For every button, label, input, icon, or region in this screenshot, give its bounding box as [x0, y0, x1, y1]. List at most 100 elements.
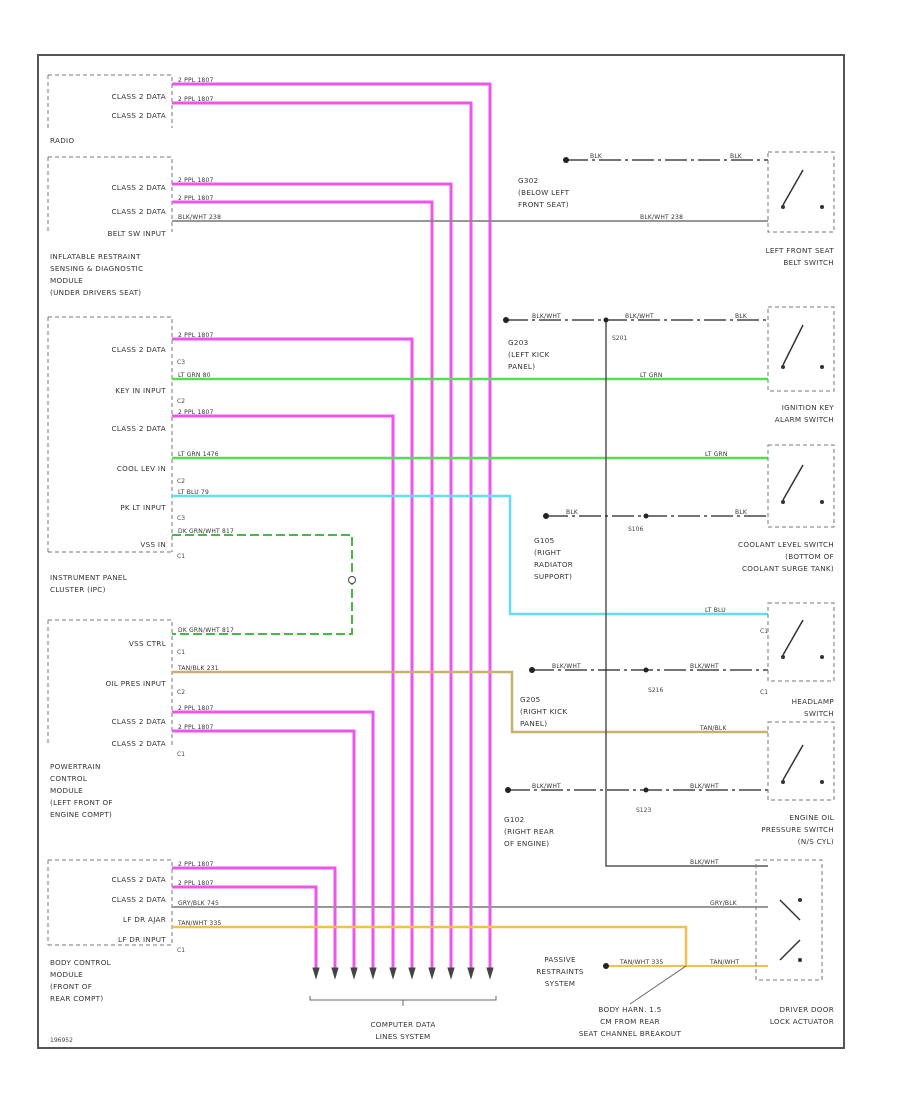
- class2-wire-pcm-1: [172, 710, 375, 968]
- door-term-1: [798, 898, 802, 902]
- pcm-name-2: CONTROL: [50, 774, 87, 783]
- pk-lt-wire: [172, 494, 768, 616]
- splice-arrow-7: [428, 967, 436, 980]
- s216-splice: [643, 667, 649, 673]
- bcm-name-2: MODULE: [50, 970, 83, 979]
- passive-connector: [603, 963, 609, 969]
- belt-switch-box: [767, 151, 835, 233]
- s106-splice: [643, 513, 649, 519]
- door-term-2: [798, 958, 802, 962]
- headlamp-wire-label-a: BLK/WHT: [552, 663, 581, 670]
- s201-splice: [603, 317, 609, 323]
- passive-label-1: PASSIVE: [544, 955, 576, 964]
- headlamp-conn-top: C1: [760, 628, 768, 635]
- ign-wire-label-d: LT GRN: [640, 372, 663, 379]
- coolant-wire-label: LT GRN 1476: [178, 451, 219, 458]
- wire-label-pcm-4: 2 PPL 1807: [178, 724, 213, 731]
- class2-wire-airbag-1: [172, 182, 453, 968]
- airbag-name-3: MODULE: [50, 276, 83, 285]
- oil-term-2: [820, 780, 824, 784]
- radio-module: CLASS 2 DATA CLASS 2 DATA RADIO: [50, 92, 166, 145]
- ignition-switch-label-1: IGNITION KEY: [782, 403, 835, 412]
- belt-switch-label-1: LEFT FRONT SEAT: [766, 246, 835, 255]
- wire-label-radio-1: 2 PPL 1807: [178, 77, 213, 84]
- splice-arrow-1: [312, 967, 320, 980]
- pcm-name-5: ENGINE COMPT): [50, 810, 112, 819]
- ipc-conn-1: C3: [177, 359, 185, 366]
- ipc-pin-6: VSS IN: [140, 540, 166, 549]
- passive-wire-label: TAN/WHT 335: [619, 959, 663, 966]
- bcm-box: [47, 859, 173, 946]
- ipc-name-2: CLUSTER (IPC): [50, 585, 106, 594]
- belt-term-2: [820, 205, 824, 209]
- class2-wire-bcm-2: [172, 885, 318, 968]
- oil-switch-label-3: (N/S CYL): [798, 837, 834, 846]
- door-wire-label-c: TAN/WHT: [709, 959, 739, 966]
- belt-switch-contact: [782, 169, 804, 206]
- door-ajar-wire-label: GRY/BLK 745: [178, 900, 219, 907]
- radio-pin-2: CLASS 2 DATA: [112, 111, 167, 120]
- bcm-pin-4: LF DR INPUT: [118, 935, 166, 944]
- g205-label-3: PANEL): [520, 719, 547, 728]
- headlamp-conn-bottom: C1: [760, 689, 768, 696]
- cool-term-2: [820, 500, 824, 504]
- splice-arrow-2: [331, 967, 339, 980]
- coolant-switch-contact: [782, 464, 804, 501]
- door-switch-box: [755, 859, 823, 981]
- radio-pin-1: CLASS 2 DATA: [112, 92, 167, 101]
- cool-term-1: [781, 500, 785, 504]
- vss-wire-label-ipc: DK GRN/WHT 817: [178, 528, 234, 535]
- pcm-conn-3: C1: [177, 751, 185, 758]
- g105-label-4: SUPPORT): [534, 572, 572, 581]
- splice-arrow-3: [350, 967, 358, 980]
- pcm-pin-2: OIL PRES INPUT: [106, 679, 167, 688]
- g105-label-3: RADIATOR: [534, 560, 573, 569]
- door-switch-label-1: DRIVER DOOR: [779, 1005, 834, 1014]
- s106-label: S106: [628, 526, 643, 533]
- door-wire-label-b: GRY/BLK: [710, 900, 738, 907]
- g302-label-1: G302: [518, 176, 539, 185]
- door-wire-label-a: BLK/WHT: [690, 859, 719, 866]
- class2-wire-radio-1: [172, 82, 492, 968]
- switch-terminals: [781, 205, 824, 962]
- body-harn-label-3: SEAT CHANNEL BREAKOUT: [579, 1029, 682, 1038]
- g105-ground: [543, 513, 549, 519]
- pcm-pin-4: CLASS 2 DATA: [112, 739, 167, 748]
- g203-label-1: G203: [508, 338, 529, 347]
- belt-wire-label-b: BLK: [730, 153, 743, 160]
- head-term-1: [781, 655, 785, 659]
- g205-ground: [529, 667, 535, 673]
- bcm-name-4: REAR COMPT): [50, 994, 103, 1003]
- g102-label-1: G102: [504, 815, 525, 824]
- coolant-wire-label-b: BLK: [735, 509, 748, 516]
- wire-label-ipc-1: 2 PPL 1807: [178, 332, 213, 339]
- pcm-conn-2: C2: [177, 689, 185, 696]
- class2-wire-ipc-1: [172, 337, 414, 968]
- pcm-pin-1: VSS CTRL: [129, 639, 166, 648]
- oil-switch-contact: [782, 744, 804, 781]
- switch-contacts: [779, 169, 804, 961]
- diagram-id-stamp: 196952: [50, 1037, 73, 1044]
- splice-arrow-8: [447, 967, 455, 980]
- g102-ground: [505, 787, 511, 793]
- pcm-name-3: MODULE: [50, 786, 83, 795]
- belt-switch-label-2: BELT SWITCH: [783, 258, 834, 267]
- g205-label-2: (RIGHT KICK: [520, 707, 567, 716]
- wire-label-airbag-1: 2 PPL 1807: [178, 177, 213, 184]
- door-switch-label-2: LOCK ACTUATOR: [770, 1017, 834, 1026]
- switch-boxes: [755, 151, 835, 981]
- class2-wire-radio-2: [172, 101, 473, 968]
- ipc-pin-4: COOL LEV IN: [117, 464, 166, 473]
- headlamp-switch-box: [767, 602, 835, 682]
- wire-label-bcm-1: 2 PPL 1807: [178, 861, 213, 868]
- g205-label-1: G205: [520, 695, 541, 704]
- coolant-switch-label-3: COOLANT SURGE TANK): [742, 564, 834, 573]
- ipc-pin-1: CLASS 2 DATA: [112, 345, 167, 354]
- airbag-name-2: SENSING & DIAGNOSTIC: [50, 264, 143, 273]
- ipc-conn-2: C2: [177, 398, 185, 405]
- radio-box: [47, 74, 173, 128]
- s201-label: S201: [612, 335, 627, 342]
- class2-wire-bcm-1: [172, 866, 337, 968]
- headlamp-switch-label-2: SWITCH: [804, 709, 834, 718]
